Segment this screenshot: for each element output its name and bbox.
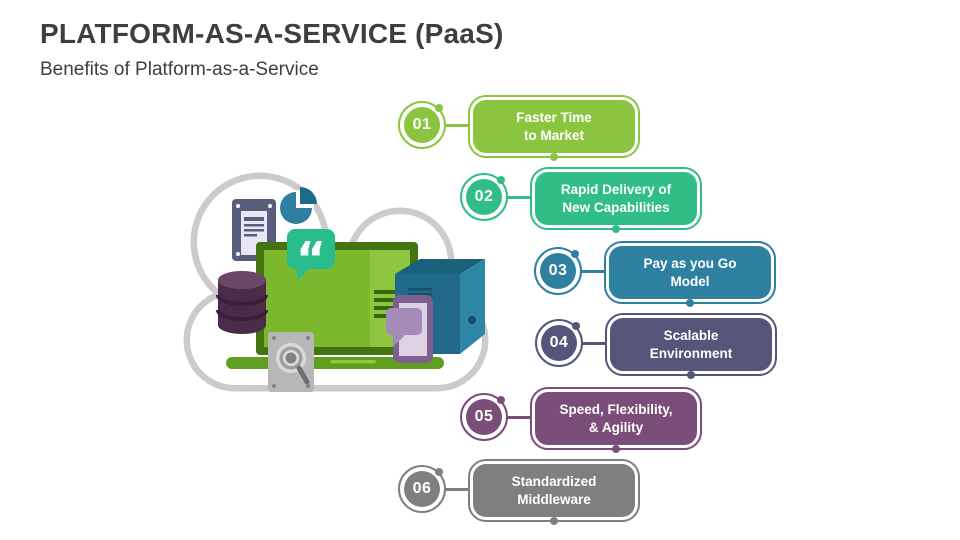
benefit-pill-6: Standardized Middleware xyxy=(468,459,640,525)
step-number-badge-4: 04 xyxy=(535,319,583,367)
circle-node-dot xyxy=(435,468,443,476)
step-number: 06 xyxy=(412,480,432,497)
connector-line xyxy=(443,124,475,127)
pill-node-dot xyxy=(612,225,620,233)
step-number: 03 xyxy=(548,262,568,279)
step-number: 01 xyxy=(412,116,432,133)
benefit-label-line1: Rapid Delivery of xyxy=(560,181,672,197)
benefit-label-line1: Pay as you Go xyxy=(643,255,737,271)
benefit-label-line1: Speed, Flexibility, xyxy=(559,401,673,417)
connector-line xyxy=(443,488,475,491)
benefit-label-line2: Environment xyxy=(649,345,733,361)
connector-line xyxy=(505,196,537,199)
benefit-label-line2: & Agility xyxy=(588,419,644,435)
benefit-pill-1: Faster Time to Market xyxy=(468,95,640,161)
step-number: 02 xyxy=(474,188,494,205)
pill-node-dot xyxy=(686,299,694,307)
circle-node-dot xyxy=(435,104,443,112)
pill-node-dot xyxy=(687,371,695,379)
connector-line xyxy=(505,416,537,419)
circle-node-dot xyxy=(497,396,505,404)
pill-node-dot xyxy=(550,153,558,161)
circle-node-dot xyxy=(572,322,580,330)
smartphone-icon xyxy=(386,295,433,363)
benefit-label-line2: Middleware xyxy=(517,491,591,507)
circle-node-dot xyxy=(497,176,505,184)
benefit-pill-3: Pay as you Go Model xyxy=(604,241,776,307)
step-number: 04 xyxy=(549,334,569,351)
benefit-pill-2: Rapid Delivery of New Capabilities xyxy=(530,167,702,233)
svg-text:“: “ xyxy=(296,232,326,286)
step-number-badge-2: 02 xyxy=(460,173,508,221)
benefit-label-line1: Scalable xyxy=(663,327,719,343)
paas-cloud-illustration: “ xyxy=(183,172,489,392)
harddrive-icon xyxy=(268,332,314,392)
step-number: 05 xyxy=(474,408,494,425)
step-number-badge-5: 05 xyxy=(460,393,508,441)
pill-node-dot xyxy=(612,445,620,453)
benefit-label-line1: Standardized xyxy=(511,473,597,489)
benefit-label-line1: Faster Time xyxy=(516,109,592,125)
benefit-label-line2: New Capabilities xyxy=(562,199,670,215)
step-number-badge-3: 03 xyxy=(534,247,582,295)
circle-node-dot xyxy=(571,250,579,258)
benefit-label-line2: to Market xyxy=(523,127,584,143)
benefit-pill-4: Scalable Environment xyxy=(605,313,777,379)
benefit-pill-5: Speed, Flexibility, & Agility xyxy=(530,387,702,453)
benefit-label-line2: Model xyxy=(670,273,710,289)
page-subtitle: Benefits of Platform-as-a-Service xyxy=(40,59,319,80)
pill-node-dot xyxy=(550,517,558,525)
pie-chart-icon xyxy=(280,187,317,224)
step-number-badge-6: 06 xyxy=(398,465,446,513)
database-icon xyxy=(216,271,268,334)
connector-line xyxy=(580,342,612,345)
connector-line xyxy=(579,270,611,273)
step-number-badge-1: 01 xyxy=(398,101,446,149)
speech-bubble-icon: “ xyxy=(287,229,335,286)
page-title: PLATFORM-AS-A-SERVICE (PaaS) xyxy=(40,18,504,49)
laptop-icon xyxy=(226,242,444,369)
